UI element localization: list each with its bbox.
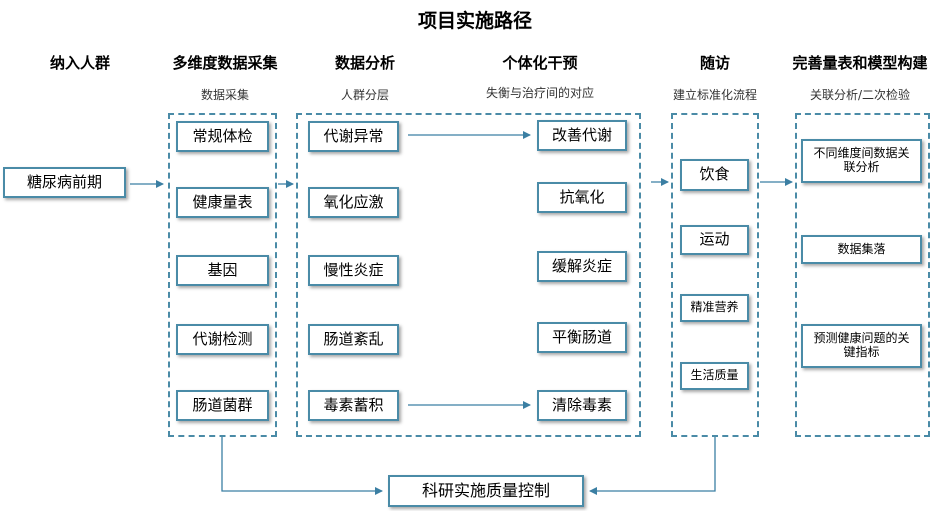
collect-item: 常规体检 [176, 121, 269, 152]
subheading-analysis: 人群分层 [340, 88, 389, 102]
followup-item: 饮食 [680, 159, 749, 191]
analysis-item: 慢性炎症 [308, 255, 399, 286]
intervention-item: 清除毒素 [537, 390, 627, 421]
analysis-item: 氧化应激 [308, 187, 399, 218]
heading-model: 完善量表和模型构建 [792, 54, 928, 72]
analysis-group-frame [296, 113, 641, 437]
followup-group-frame [671, 113, 759, 437]
heading-collect: 多维度数据采集 [172, 54, 278, 72]
analysis-item: 肠道紊乱 [308, 324, 399, 355]
collect-group-frame [168, 113, 277, 437]
quality-control-box: 科研实施质量控制 [388, 475, 584, 507]
heading-analysis: 数据分析 [334, 54, 395, 72]
model-item: 数据集落 [801, 235, 922, 264]
heading-followup: 随访 [699, 54, 730, 72]
diagram-title: 项目实施路径 [417, 10, 532, 32]
model-item: 不同维度间数据关联分析 [801, 139, 922, 183]
collect-item: 代谢检测 [176, 324, 269, 355]
followup-item: 精准营养 [680, 294, 749, 322]
intervention-item: 平衡肠道 [537, 322, 627, 353]
intervention-item: 抗氧化 [537, 182, 627, 213]
intervention-item: 缓解炎症 [537, 251, 627, 282]
subheading-followup: 建立标准化流程 [672, 88, 757, 102]
analysis-item: 代谢异常 [308, 121, 399, 152]
model-group-frame [795, 113, 930, 437]
intervention-item: 改善代谢 [537, 120, 627, 151]
enroll-box: 糖尿病前期 [3, 167, 126, 198]
subheading-intervention: 失衡与治疗间的对应 [485, 86, 594, 100]
heading-intervention: 个体化干预 [502, 54, 578, 72]
collect-item: 基因 [176, 255, 269, 286]
collect-item: 肠道菌群 [176, 390, 269, 421]
analysis-item: 毒素蓄积 [308, 390, 399, 421]
model-item: 预测健康问题的关键指标 [801, 324, 922, 368]
subheading-model: 关联分析/二次检验 [809, 88, 911, 102]
followup-item: 生活质量 [680, 362, 749, 390]
collect-item: 健康量表 [176, 187, 269, 218]
subheading-collect: 数据采集 [200, 88, 249, 102]
followup-item: 运动 [680, 225, 749, 255]
heading-enroll: 纳入人群 [49, 54, 110, 72]
